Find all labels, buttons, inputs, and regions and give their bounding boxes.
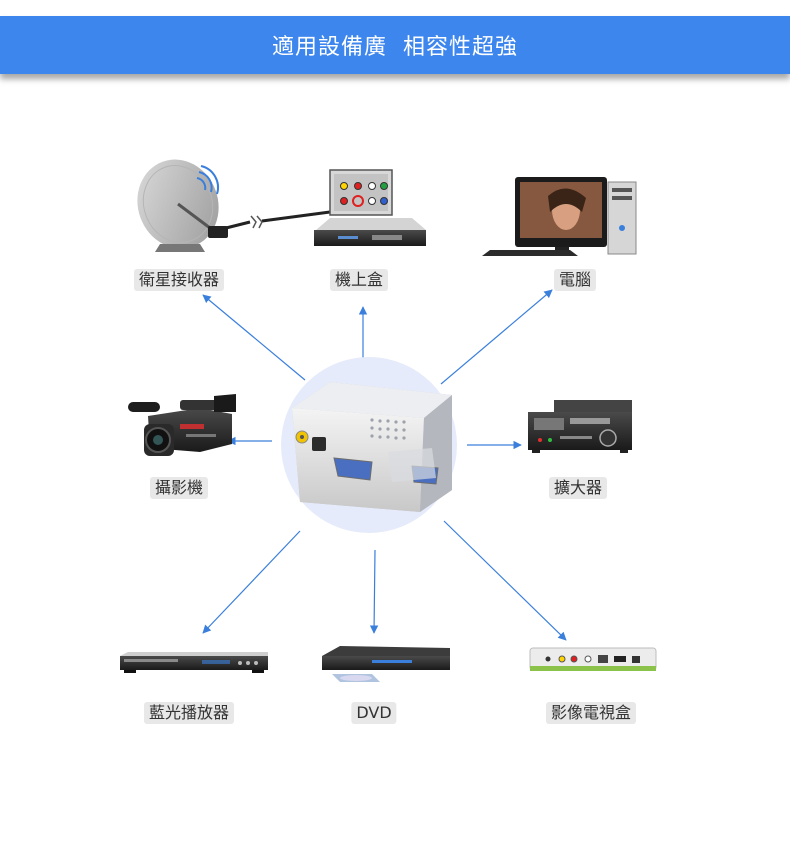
camcorder-image xyxy=(128,394,236,456)
arrow-to-satellite xyxy=(202,294,306,381)
arrows xyxy=(202,289,567,641)
computer-image xyxy=(482,177,637,256)
arrow-to-dvd xyxy=(369,549,379,634)
label-dvd: DVD xyxy=(351,702,397,724)
bluray-player-image xyxy=(120,652,268,673)
converter-hub xyxy=(281,357,457,533)
label-tvbox: 影像電視盒 xyxy=(545,702,637,724)
label-satellite: 衛星接收器 xyxy=(133,269,225,291)
arrow-to-bluray xyxy=(202,530,301,634)
label-bluray: 藍光播放器 xyxy=(143,702,235,724)
set-top-box-image xyxy=(314,169,426,246)
label-camcorder: 攝影機 xyxy=(149,477,209,499)
dvd-player-image xyxy=(322,646,450,682)
header-banner: 適用設備廣 相容性超強 xyxy=(0,16,790,74)
amplifier-image xyxy=(528,400,632,453)
arrow-to-tvbox xyxy=(443,520,567,641)
label-computer: 電腦 xyxy=(553,269,597,291)
satellite-dish-image xyxy=(137,159,331,252)
label-amplifier: 擴大器 xyxy=(548,477,608,499)
tv-box-image xyxy=(529,647,657,671)
arrow-to-computer xyxy=(440,289,553,385)
label-settopbox: 機上盒 xyxy=(329,269,389,291)
banner-title: 適用設備廣 相容性超強 xyxy=(272,35,518,60)
